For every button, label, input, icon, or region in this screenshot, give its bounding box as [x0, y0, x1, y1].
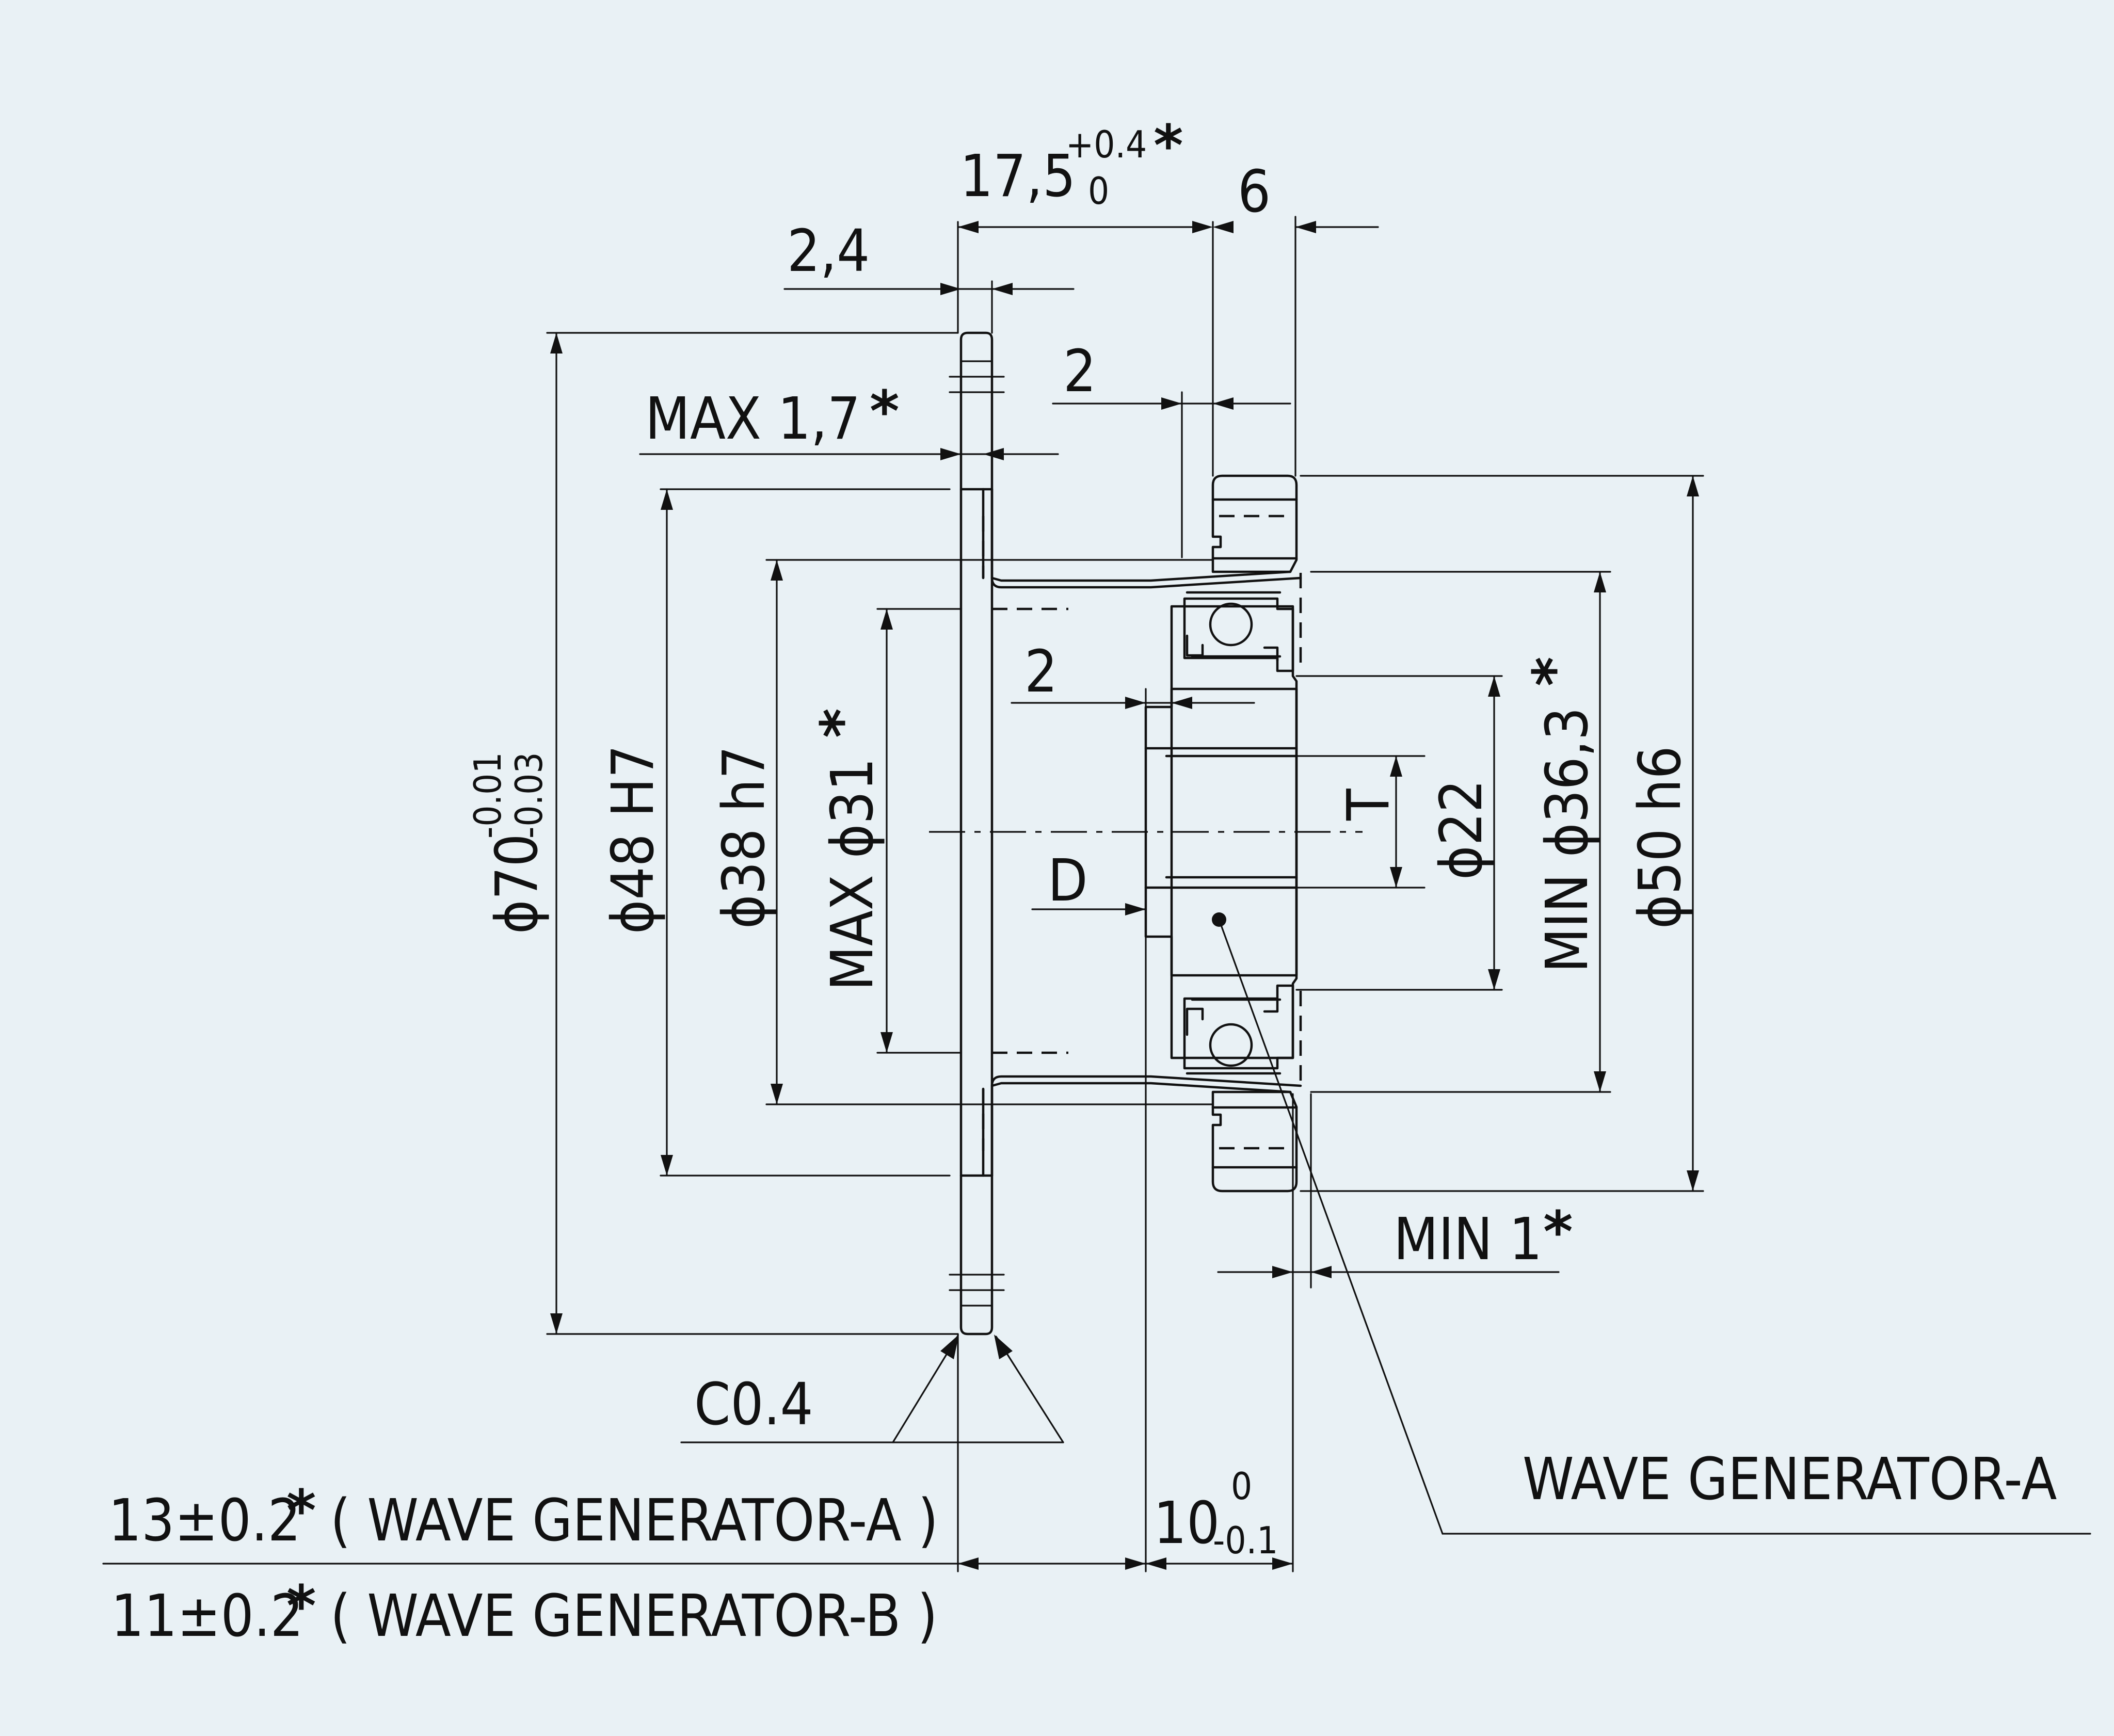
dim-dia-48: ϕ48 H7 [600, 745, 667, 934]
dim-step-2-top: 2 [1063, 338, 1096, 405]
dim-bore-d: D [1048, 847, 1088, 914]
dim-gap-6: 6 [1238, 158, 1271, 226]
dim-wg-length-base: 10 [1154, 1490, 1220, 1557]
length-b-value: 11±0.2 [111, 1583, 303, 1650]
dim-dia-38: ϕ38 h7 [711, 746, 778, 929]
dim-total-length-base: 17,5 [960, 143, 1076, 210]
dim-total-length-mark: * [1154, 112, 1183, 179]
dim-dia-70: ϕ70 [484, 833, 551, 934]
dim-dia-22: ϕ22 [1428, 779, 1495, 880]
dim-wg-length-lower: -0.1 [1213, 1519, 1278, 1562]
dim-min-1-mark: * [1543, 1199, 1573, 1265]
teeth-top [1211, 474, 1298, 573]
dim-chamfer: C0.4 [694, 1371, 813, 1438]
length-a-note: ( WAVE GENERATOR-A ) [330, 1487, 938, 1554]
dim-max-dia-31-mark: * [808, 708, 874, 738]
dim-dia-50: ϕ50 h6 [1627, 746, 1694, 929]
dim-flange-2-4: 2,4 [787, 218, 870, 285]
dimension-lines [102, 216, 2091, 1572]
wave-generator-hub [1144, 687, 1298, 977]
length-b-mark: * [286, 1573, 316, 1639]
lower-bearing [1183, 984, 1294, 1075]
length-a-mark: * [286, 1477, 316, 1544]
dim-dia-70-lower: -0.03 [507, 752, 551, 839]
dim-dia-70-upper: -0.01 [466, 752, 509, 839]
dim-max-dia-31: MAX ϕ31 [819, 758, 886, 991]
dim-keyway-t: T [1335, 789, 1402, 821]
diaphragm-flange [959, 331, 994, 1336]
dim-max-1-7-mark: * [870, 378, 900, 444]
dim-step-2-mid: 2 [1024, 638, 1058, 705]
dim-min-1: MIN 1 [1394, 1206, 1542, 1273]
dimension-labels: 17,5 +0.4 0 * 6 2,4 2 MAX 1,7 * 2 D T ϕ7… [108, 112, 2057, 1650]
dim-total-length-lower: 0 [1088, 169, 1109, 213]
dim-min-dia-36-3: MIN ϕ36,3 [1534, 707, 1601, 973]
dim-max-1-7: MAX 1,7 [645, 385, 860, 453]
dim-total-length-upper: +0.4 [1066, 123, 1147, 166]
dim-min-dia-36-3-mark: * [1520, 656, 1587, 686]
wave-generator-a-label: WAVE GENERATOR-A [1523, 1446, 2057, 1513]
part-geometry [929, 331, 1363, 1336]
dim-wg-length-upper: 0 [1231, 1465, 1252, 1508]
length-b-note: ( WAVE GENERATOR-B ) [330, 1583, 938, 1650]
length-a-value: 13±0.2 [108, 1487, 301, 1554]
upper-bearing [1183, 591, 1294, 672]
